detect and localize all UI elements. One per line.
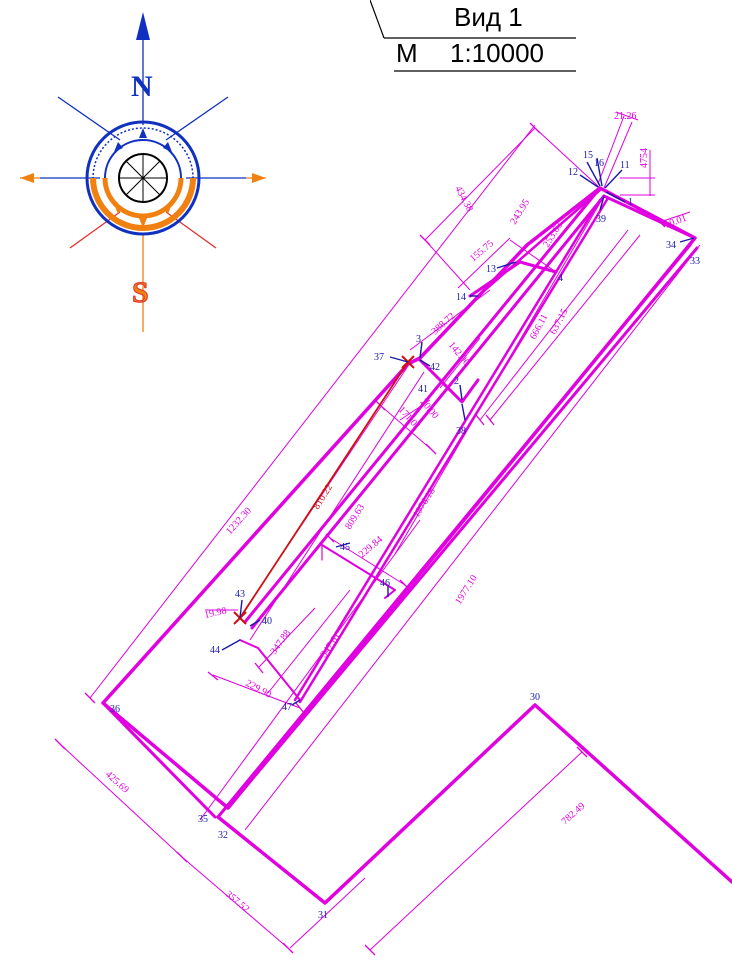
point-1: 1 <box>628 197 633 208</box>
dim-19-98: 19.98 <box>203 605 227 620</box>
point-16: 16 <box>594 158 604 169</box>
east-arrow-icon <box>252 173 266 183</box>
edge-39-34 <box>602 194 697 240</box>
road-edge-1 <box>216 243 692 819</box>
dimension-lines <box>59 111 701 951</box>
point-2: 2 <box>454 376 459 387</box>
dim-229-84: 229.84 <box>357 534 385 560</box>
point-34: 34 <box>666 240 676 251</box>
dim-347-61: 347.61 <box>318 631 343 660</box>
point-32: 32 <box>218 830 228 841</box>
dim-425-69: 425.69 <box>103 769 131 796</box>
north-label: N <box>131 70 153 103</box>
point-33: 33 <box>690 256 700 267</box>
point-37: 37 <box>374 352 384 363</box>
scale-value: 1:10000 <box>450 38 544 68</box>
scale-prefix: М <box>396 38 418 68</box>
point-15: 15 <box>583 150 593 161</box>
dim-1977-10: 1977.10 <box>453 573 480 606</box>
contour-14-4 <box>468 260 558 298</box>
ring-markers-orange <box>114 204 172 228</box>
point-44: 44 <box>210 645 220 656</box>
dim-357-52: 357.52 <box>223 889 251 915</box>
point-38: 38 <box>456 426 466 437</box>
dim-4754: 4754 <box>639 148 650 168</box>
outer-parcel <box>101 186 697 810</box>
point-43: 43 <box>235 589 245 600</box>
point-31: 31 <box>318 910 328 921</box>
point-47: 47 <box>282 702 292 713</box>
point-42: 42 <box>430 362 440 373</box>
point-41: 41 <box>418 384 428 395</box>
lower-parcel <box>216 703 732 905</box>
dim-637-15: 637.15 <box>548 307 571 336</box>
view-title-block: Вид 1 М 1:10000 <box>370 0 580 75</box>
point-36: 36 <box>110 704 120 715</box>
contour-14-12 <box>483 188 602 292</box>
edge-36-35 <box>101 701 217 819</box>
inner-strip-4 <box>298 196 610 704</box>
point-30: 30 <box>530 692 540 703</box>
south-label: S <box>132 276 149 309</box>
point-35: 35 <box>198 814 208 825</box>
dimension-ticks <box>54 122 666 956</box>
dim-243-95: 243.95 <box>508 197 532 226</box>
dim-666-11: 666.11 <box>528 312 550 341</box>
dim-809-63: 809.63 <box>343 502 367 531</box>
compass-rose-icon: N S <box>20 12 266 332</box>
point-46: 46 <box>380 578 390 589</box>
block-42-38 <box>418 358 480 404</box>
dim-810-22: 810.22 <box>311 482 335 511</box>
point-labels: 15 16 11 12 1 39 34 33 13 4 14 3 37 42 2… <box>110 150 700 921</box>
parcel-outlines <box>101 186 732 905</box>
point-39: 39 <box>596 214 606 225</box>
title-underlines <box>370 0 576 72</box>
point-40: 40 <box>262 616 272 627</box>
view-label: Вид 1 <box>454 2 523 32</box>
dim-1232-30: 1232.30 <box>224 505 254 537</box>
dim-782-49: 782.49 <box>560 801 588 828</box>
block-44-47 <box>239 639 301 701</box>
dim-21-26: 21.26 <box>614 111 637 122</box>
point-leaders <box>221 157 695 706</box>
point-12: 12 <box>568 167 578 178</box>
point-14: 14 <box>456 292 466 303</box>
dim-347-88: 347.88 <box>268 628 293 657</box>
north-arrow-icon <box>136 12 150 40</box>
ring-markers-blue <box>114 128 172 152</box>
middle-half-ring <box>102 177 184 219</box>
inner-spokes <box>119 154 167 202</box>
point-4: 4 <box>558 273 563 284</box>
outer-ring <box>85 120 201 236</box>
west-arrow-icon <box>20 173 34 183</box>
road-edge-2 <box>226 246 699 810</box>
inner-strip-3 <box>293 198 602 702</box>
point-3: 3 <box>416 334 421 345</box>
point-11: 11 <box>620 160 630 171</box>
point-45: 45 <box>340 542 350 553</box>
point-13: 13 <box>486 264 496 275</box>
dim-229-90: 229.90 <box>244 678 273 701</box>
dim-155-75: 155.75 <box>468 238 496 264</box>
